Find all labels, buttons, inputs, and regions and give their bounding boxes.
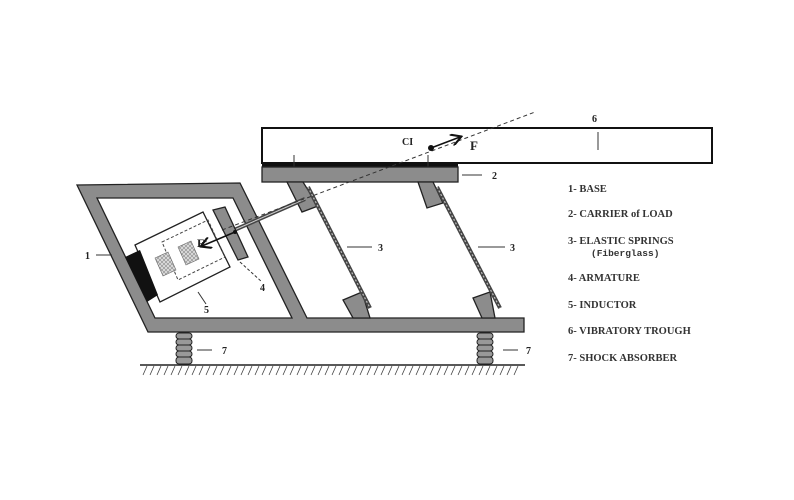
- label-reaction-force: F': [197, 236, 208, 250]
- legend-item: 1- BASE: [568, 184, 607, 195]
- shock-absorber-right: [476, 332, 494, 365]
- label-force: F: [470, 138, 478, 153]
- ground: [140, 364, 525, 376]
- label-7-right: 7: [526, 346, 531, 357]
- vibratory-trough: [261, 127, 713, 164]
- inductor: [125, 211, 231, 303]
- label-ci: CI: [402, 137, 413, 148]
- elastic-spring-right: [435, 186, 502, 309]
- label-4: 4: [260, 283, 265, 294]
- shock-absorber-left: [175, 332, 193, 365]
- label-7-left: 7: [222, 346, 227, 357]
- label-3-left: 3: [378, 243, 383, 254]
- legend-item-sub: (Fiberglass): [591, 248, 659, 259]
- elastic-spring-left: [306, 186, 372, 309]
- legend-item: 4- ARMATURE: [568, 273, 640, 284]
- label-2: 2: [492, 171, 497, 182]
- legend-item: 3- ELASTIC SPRINGS: [568, 236, 674, 247]
- label-1: 1: [85, 251, 90, 262]
- legend-item: 5- INDUCTOR: [568, 300, 637, 311]
- carrier-of-load: [261, 166, 459, 213]
- legend: 1- BASE 2- CARRIER of LOAD 3- ELASTIC SP…: [568, 184, 691, 364]
- label-6: 6: [592, 114, 597, 125]
- legend-item: 6- VIBRATORY TROUGH: [568, 326, 691, 337]
- trough-liner: [262, 162, 458, 167]
- legend-item: 2- CARRIER of LOAD: [568, 209, 673, 220]
- label-3-right: 3: [510, 243, 515, 254]
- label-5: 5: [204, 305, 209, 316]
- legend-item: 7- SHOCK ABSORBER: [568, 353, 678, 364]
